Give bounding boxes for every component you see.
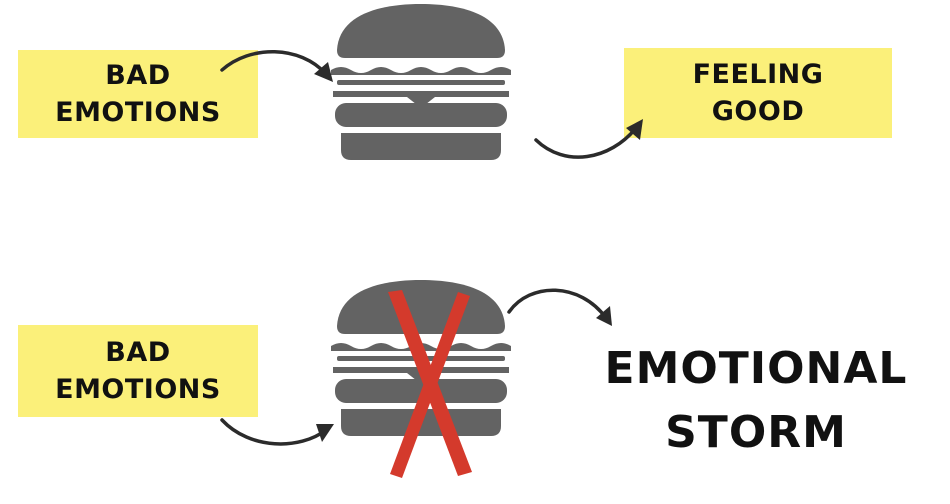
bottom-output-label: EMOTIONAL STORM [566, 337, 946, 465]
top-input-line1: BAD [105, 60, 171, 91]
bottom-input-line2: EMOTIONS [55, 374, 221, 405]
arrow-top-in [220, 50, 328, 76]
bottom-input-line1: BAD [105, 337, 171, 368]
top-output-line1: FEELING [692, 59, 824, 90]
top-input-label: BAD EMOTIONS [18, 50, 258, 138]
arrow-bottom-out [507, 288, 608, 320]
top-output-label: FEELING GOOD [624, 48, 892, 138]
bottom-input-label: BAD EMOTIONS [18, 325, 258, 417]
bottom-output-line1: EMOTIONAL [604, 343, 908, 394]
arrow-top-out [534, 126, 638, 159]
burger-icon-top [331, 4, 511, 160]
top-output-line2: GOOD [711, 96, 805, 127]
arrow-bottom-in [220, 418, 328, 446]
red-cross-icon [388, 290, 472, 478]
bottom-output-line2: STORM [665, 407, 847, 458]
top-input-line2: EMOTIONS [55, 97, 221, 128]
